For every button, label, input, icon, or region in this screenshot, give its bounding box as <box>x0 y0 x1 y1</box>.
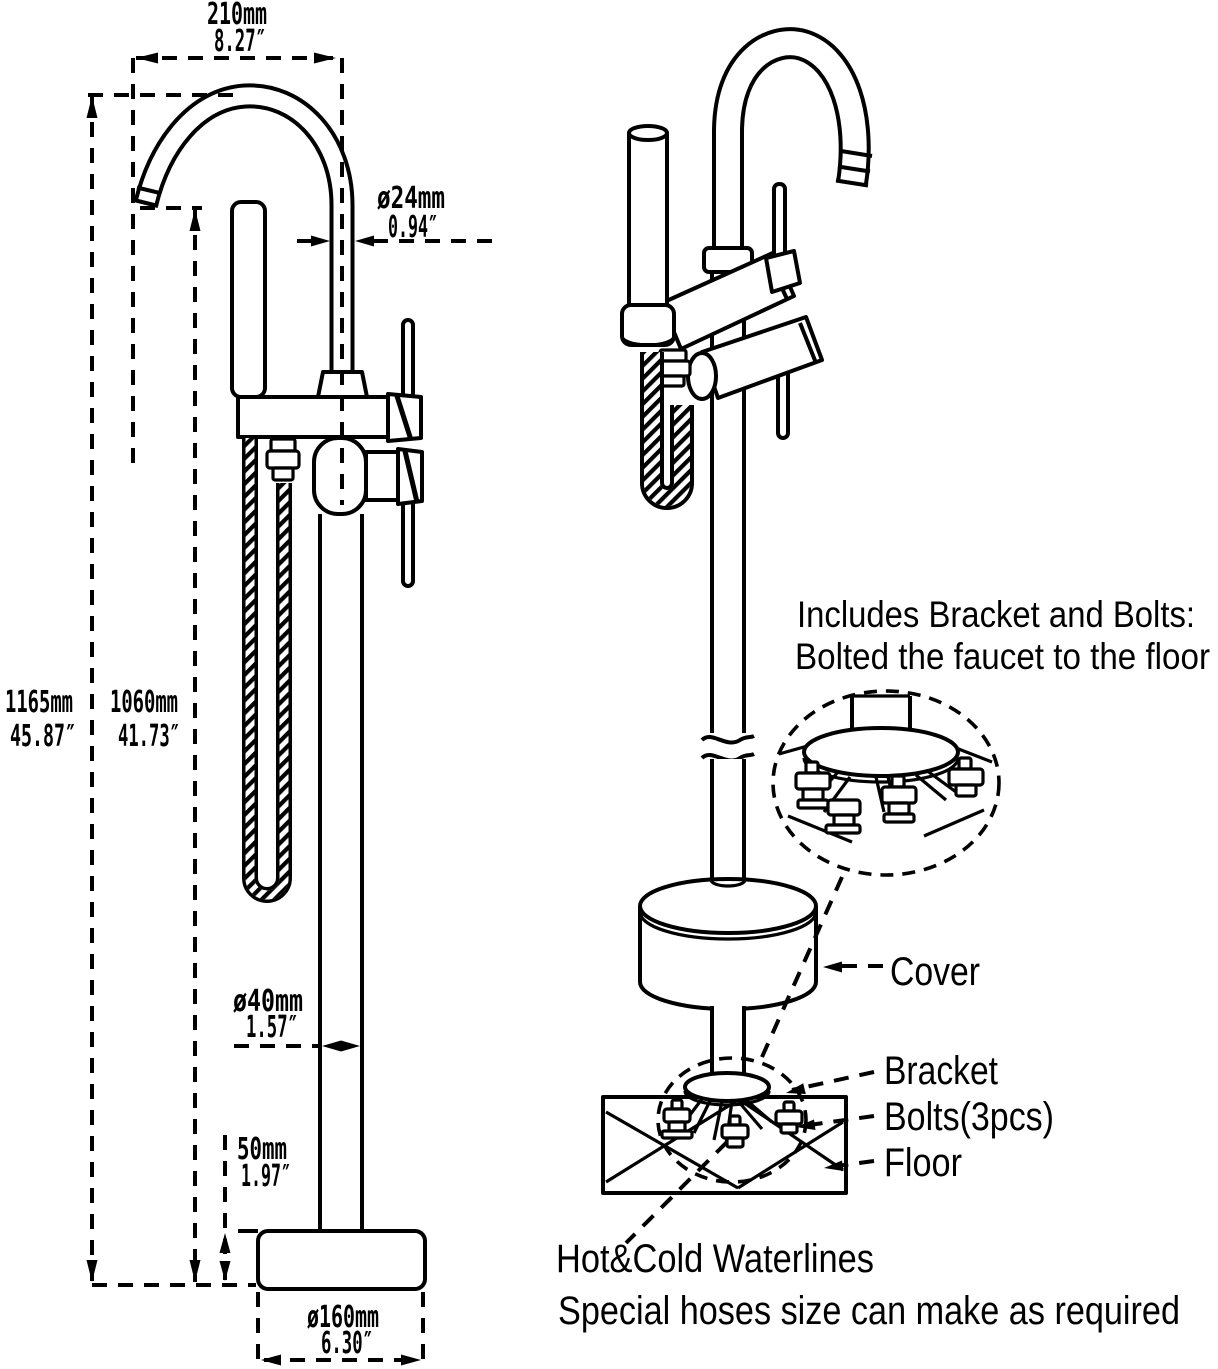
gooseneck-spout-perspective <box>712 27 873 264</box>
dim-total-height-mm: 1165mm <box>5 685 73 720</box>
handshower-wand <box>230 200 267 399</box>
spout-tip-band <box>837 164 871 174</box>
hot-lever-rod <box>772 182 787 260</box>
spout-outlet-edge <box>133 198 159 208</box>
bracket-detail-circle-large <box>771 689 1001 877</box>
diverter-knob <box>686 351 718 401</box>
dim-base-dia-mm: ø160mm <box>307 1300 379 1335</box>
dimension-spout-reach-210: 210mm 8.27″ <box>131 0 336 470</box>
dim-spout-height-in: 41.73″ <box>118 719 180 754</box>
detail-bolts <box>794 756 985 835</box>
dimension-column-diameter-40: ø40mm 1.57″ <box>233 984 360 1052</box>
bracket-note-line2: Bolted the faucet to the floor <box>795 636 1210 677</box>
riser-column <box>318 514 364 1232</box>
dim-spout-height-mm: 1060mm <box>110 685 178 720</box>
label-cover: Cover <box>890 950 980 994</box>
spout-tip-band <box>136 185 162 196</box>
dim-base-dia-in: 6.30″ <box>321 1326 373 1361</box>
label-floor: Floor <box>884 1141 962 1185</box>
hot-lever-hub <box>764 249 802 294</box>
dimension-spout-diameter-24: ø24mm 0.94″ <box>297 58 503 505</box>
cold-lever-rod <box>776 368 790 440</box>
left-orthographic-view: 210mm 8.27″ ø24mm 0.94″ 1165mm 45.87″ 10 <box>5 0 503 1366</box>
bracket-note-line1: Includes Bracket and Bolts: <box>797 594 1195 635</box>
dimension-base-diameter-160: ø160mm 6.30″ <box>256 1292 425 1366</box>
floor-base <box>256 1229 427 1291</box>
gooseneck-spout <box>133 83 355 374</box>
label-bracket: Bracket <box>884 1049 998 1093</box>
dim-column-dia-in: 1.57″ <box>246 1010 298 1045</box>
dim-total-height-in: 45.87″ <box>10 719 76 754</box>
dim-spout-reach-in: 8.27″ <box>214 24 266 59</box>
spout-outlet-edge <box>835 178 869 188</box>
handshower-wand <box>620 124 676 347</box>
dimension-total-height-1165: 1165mm 45.87″ <box>5 93 240 1282</box>
valve-body-top <box>236 395 390 439</box>
pipe-below-cover <box>710 1006 746 1084</box>
pipe-break <box>700 733 755 763</box>
dimension-spout-height-1060: 1060mm 41.73″ <box>110 206 202 1282</box>
dim-column-dia-mm: ø40mm <box>233 984 303 1019</box>
dim-spout-dia-in: 0.94″ <box>388 210 438 245</box>
cold-lever-hub-edge <box>402 450 420 503</box>
dim-spout-dia-mm: ø24mm <box>377 181 445 216</box>
dim-base-height-in: 1.97″ <box>241 1159 291 1194</box>
valve-body-bottom <box>364 450 400 502</box>
handshower-hose <box>640 352 694 510</box>
dim-spout-reach-mm: 210mm <box>207 0 267 32</box>
waterlines-note-line2: Special hoses size can make as required <box>558 1289 1180 1333</box>
cold-lever-rod <box>401 498 415 588</box>
dimension-base-height-50: 50mm 1.97″ <box>92 1132 291 1287</box>
lower-barrel-band <box>798 322 818 364</box>
spout-tip-band2 <box>840 149 873 158</box>
right-perspective-view: Includes Bracket and Bolts: Bolted the f… <box>556 27 1210 1333</box>
label-bolts: Bolts(3pcs) <box>884 1095 1054 1139</box>
bracket-detail-circle-small <box>656 1056 808 1184</box>
hot-lever-rod <box>401 318 415 400</box>
hose-connector-nut <box>265 437 301 482</box>
handshower-hose <box>242 438 292 903</box>
hot-lever-hub-edge <box>394 395 414 441</box>
riser-pipe-lower <box>710 759 746 884</box>
cover-cylinder <box>638 877 818 1011</box>
waterlines-note-line1: Hot&Cold Waterlines <box>556 1237 874 1281</box>
label-leaders <box>786 961 886 1171</box>
detail-connector-line <box>760 876 844 1058</box>
dim-base-height-mm: 50mm <box>237 1132 287 1167</box>
